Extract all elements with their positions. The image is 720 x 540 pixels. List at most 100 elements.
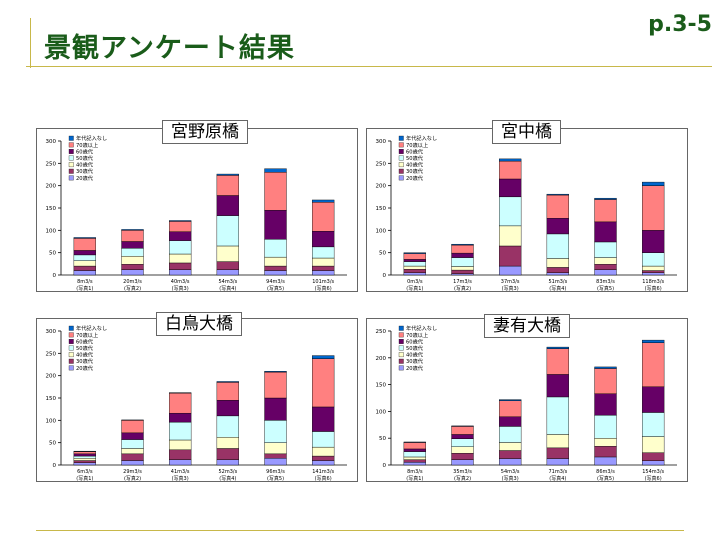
legend-label: 20歳代 [76,174,94,182]
x-tick-label: 52m3/s [218,469,237,475]
bar-segment [312,460,335,466]
legend-swatch [68,168,74,174]
y-tick-label: 300 [376,139,387,145]
bar-segment [403,459,426,463]
bar-segment [264,397,287,421]
x-tick-label: (写真5) [597,475,614,481]
bar-segment [451,438,474,447]
legend-label: 30歳代 [76,167,94,175]
bar-segment [73,270,96,276]
bar-segment [403,261,426,267]
x-tick-label: (写真3) [172,285,189,291]
bar-segment [546,267,569,273]
legend-swatch [398,345,404,351]
bar-segment [169,269,192,276]
bar-segment [312,446,335,457]
bar-segment [546,194,569,219]
bar-segment [451,257,474,267]
y-tick-label: 50 [379,436,386,442]
legend-swatch [68,352,74,358]
bar-segment [499,450,522,459]
bar-segment [121,256,144,265]
bar-segment [642,181,665,186]
bar-segment [403,462,426,466]
y-tick-label: 200 [376,184,387,190]
bar-segment [642,265,665,271]
bar-segment [403,265,426,270]
x-tick-label: (写真6) [315,475,332,481]
bar-segment [451,244,474,254]
bar-segment [121,264,144,270]
bar-segment [169,412,192,423]
x-tick-label: (写真6) [315,285,332,291]
legend-swatch [68,142,74,148]
legend-label: 20歳代 [406,364,424,372]
legend-label: 70歳以上 [406,331,428,339]
x-tick-label: 154m3/s [642,469,664,475]
bar-segment [499,225,522,247]
legend-swatch [68,135,74,141]
legend-label: 40歳代 [406,161,424,169]
bar-segment [312,265,335,271]
legend-label: 20歳代 [76,364,94,372]
legend-label: 60歳代 [406,147,424,155]
bar-segment [312,270,335,276]
bar-segment [121,432,144,440]
bar-segment [499,442,522,451]
y-tick-label: 50 [49,251,56,257]
bar-segment [73,254,96,261]
bar-segment [451,446,474,454]
legend-label: 70歳以上 [76,141,98,149]
bar-segment [594,368,617,394]
bar-segment [264,442,287,455]
bar-segment [169,449,192,460]
bar-segment [451,459,474,466]
footer-rule [36,530,684,531]
bar-segment [73,453,96,457]
x-tick-label: 54m3/s [218,279,237,285]
x-tick-label: 8m3/s [407,469,423,475]
bar-segment [312,201,335,232]
page-title: 景観アンケート結果 [44,33,295,64]
bar-segment [264,453,287,459]
bar-segment [169,220,192,222]
x-tick-label: 51m3/s [548,279,567,285]
y-tick-label: 100 [46,418,57,424]
bar-segment [121,460,144,466]
bar-segment [73,460,96,463]
bar-segment [403,448,426,452]
x-tick-label: 8m3/s [77,279,93,285]
bar-segment [594,446,617,458]
x-tick-label: 141m3/s [312,469,334,475]
legend-label: 60歳代 [76,337,94,345]
bar-segment [451,434,474,439]
chart-miyanaka: 0501001502002503000m3/s(写真1)17m3/s(写真2)3… [376,134,677,291]
bar-segment [546,374,569,398]
legend-label: 50歳代 [76,344,94,352]
x-tick-label: (写真1) [406,285,423,291]
x-tick-label: 54m3/s [501,469,520,475]
x-tick-label: (写真3) [502,285,519,291]
bar-segment [73,458,96,461]
x-tick-label: (写真6) [645,475,662,481]
bar-segment [264,371,287,373]
y-tick-label: 0 [383,273,387,279]
bar-segment [642,342,665,387]
bar-segment [546,348,569,375]
bar-segment [312,431,335,448]
legend-label: 30歳代 [406,357,424,365]
legend-label: 20歳代 [406,174,424,182]
x-tick-label: (写真5) [267,475,284,481]
legend-label: 40歳代 [76,351,94,359]
bar-segment [594,414,617,439]
bar-segment [121,439,144,449]
legend-label: 年代記入なし [76,324,107,332]
x-tick-label: 29m3/s [123,469,142,475]
legend-label: 30歳代 [76,357,94,365]
legend-swatch [68,332,74,338]
y-tick-label: 50 [379,251,386,257]
x-tick-label: 0m3/s [407,279,423,285]
x-tick-label: 71m3/s [548,469,567,475]
x-tick-label: 37m3/s [501,279,520,285]
legend-label: 50歳代 [76,154,94,162]
